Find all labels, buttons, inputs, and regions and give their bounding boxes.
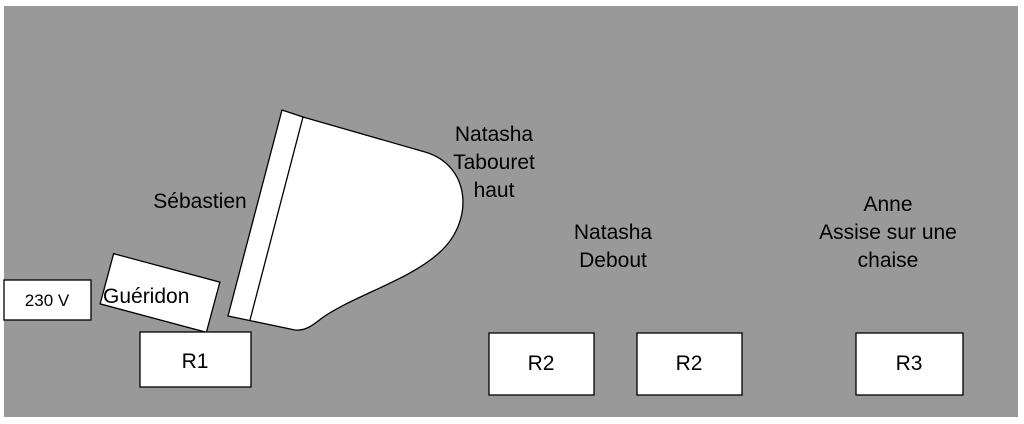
power-outlet-label: 230 V [25, 291, 70, 310]
gueridon-table [99, 252, 221, 334]
r2-right-box [636, 332, 743, 396]
r1-label: R1 [182, 350, 209, 373]
anne-line-2: Assise sur une [819, 221, 957, 244]
anne-line-3: chaise [858, 249, 919, 272]
piano-body [227, 109, 464, 331]
grand-piano [227, 109, 464, 331]
r3-box [855, 332, 964, 396]
r2-right-label: R2 [676, 352, 703, 375]
power-outlet-box [3, 279, 92, 321]
r1-box [139, 331, 252, 388]
gueridon-shape [99, 252, 221, 334]
piano-keyboard-edge [249, 116, 304, 321]
sebastien-label: Sébastien [153, 190, 246, 213]
natasha-mid-line-2: Debout [579, 249, 647, 272]
anne-line-1: Anne [863, 193, 912, 216]
natasha-top-line-1: Natasha [455, 123, 534, 146]
r2-left-box [488, 332, 595, 396]
natasha-top-line-3: haut [474, 179, 515, 202]
natasha-top-line-2: Tabouret [453, 151, 535, 174]
r2-left-label: R2 [528, 352, 555, 375]
natasha-mid-line-1: Natasha [574, 221, 653, 244]
r3-label: R3 [896, 352, 923, 375]
gueridon-label: Guéridon [103, 285, 189, 308]
